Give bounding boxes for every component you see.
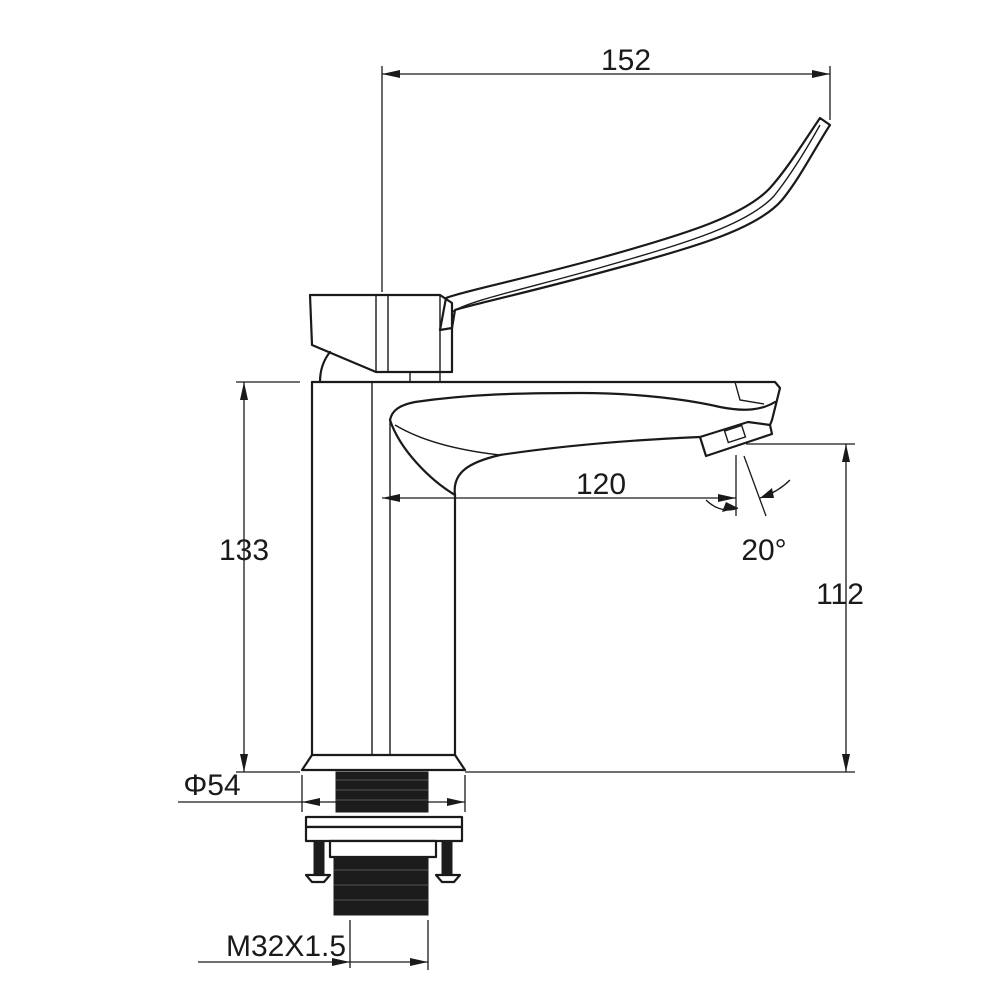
spout-height-label: 112 — [816, 578, 864, 611]
handle-lever — [438, 116, 832, 332]
faucet-body — [310, 380, 742, 757]
dimension-total-length: 152 — [381, 44, 831, 292]
faucet-spout — [388, 380, 782, 497]
faucet-base — [300, 753, 467, 916]
total-length-label: 152 — [601, 44, 651, 77]
spout-reach-label: 120 — [576, 468, 626, 501]
body-height-label: 133 — [219, 534, 269, 567]
dimension-spout-reach: 120 — [382, 455, 737, 516]
dimension-spout-height: 112 — [465, 443, 864, 773]
dimension-spray-angle: 20° — [705, 455, 791, 567]
dimension-body-height: 133 — [219, 381, 300, 773]
base-diameter-label: Φ54 — [183, 769, 240, 802]
dimension-base-diameter: Φ54 — [178, 769, 466, 812]
handle-body — [308, 293, 454, 384]
spray-angle-label: 20° — [741, 534, 786, 567]
dimension-thread: M32X1.5 — [198, 920, 429, 970]
thread-spec-label: M32X1.5 — [226, 930, 346, 963]
